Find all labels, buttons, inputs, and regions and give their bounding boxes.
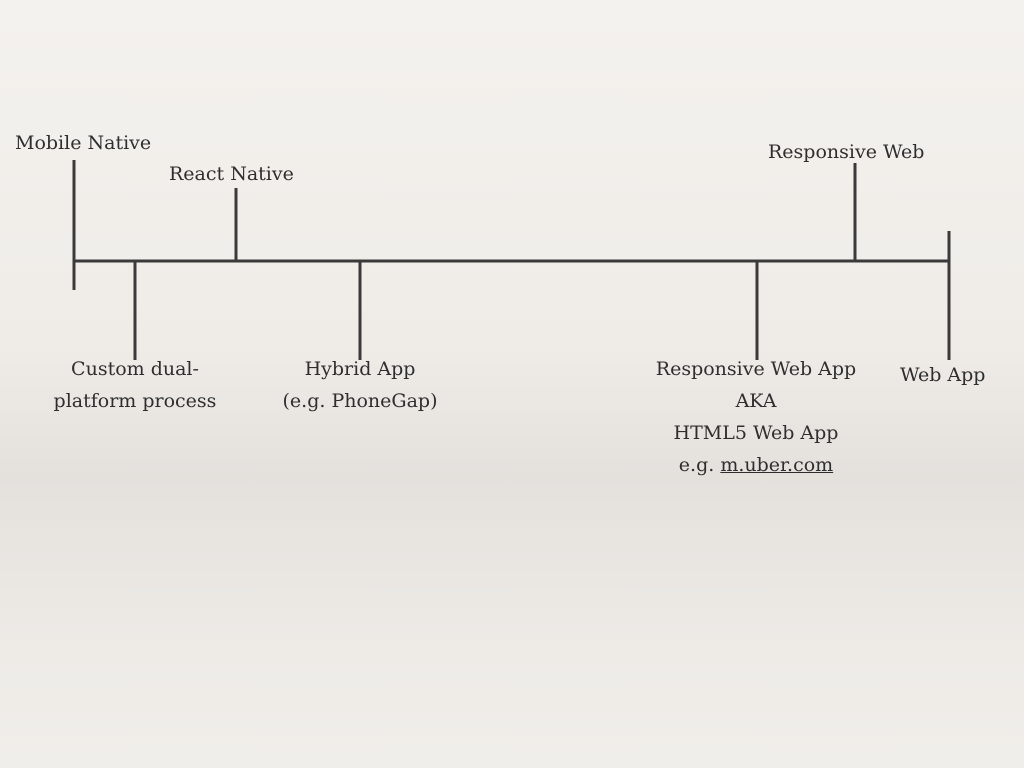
label-responsive-web-app: Responsive Web App AKA HTML5 Web App e.g… <box>636 353 876 481</box>
label-responsive-web-app-line3: HTML5 Web App <box>673 422 839 444</box>
label-hybrid-app: Hybrid App (e.g. PhoneGap) <box>265 353 455 417</box>
label-responsive-web-app-example: e.g. m.uber.com <box>636 449 876 481</box>
label-react-native: React Native <box>169 163 294 185</box>
label-custom-dual-platform: Custom dual- platform process <box>40 353 230 417</box>
label-web-app: Web App <box>900 364 986 386</box>
label-responsive-web: Responsive Web <box>768 141 925 163</box>
label-hybrid-app-line2: (e.g. PhoneGap) <box>282 390 438 412</box>
label-custom-dual-line2: platform process <box>53 390 217 412</box>
example-prefix: e.g. <box>678 454 715 476</box>
label-custom-dual-line1: Custom dual- <box>71 358 199 380</box>
label-hybrid-app-line1: Hybrid App <box>304 358 416 380</box>
uber-link[interactable]: m.uber.com <box>720 454 834 476</box>
label-responsive-web-app-aka: AKA <box>735 390 777 412</box>
label-mobile-native: Mobile Native <box>15 132 152 154</box>
label-responsive-web-app-line1: Responsive Web App <box>655 358 857 380</box>
